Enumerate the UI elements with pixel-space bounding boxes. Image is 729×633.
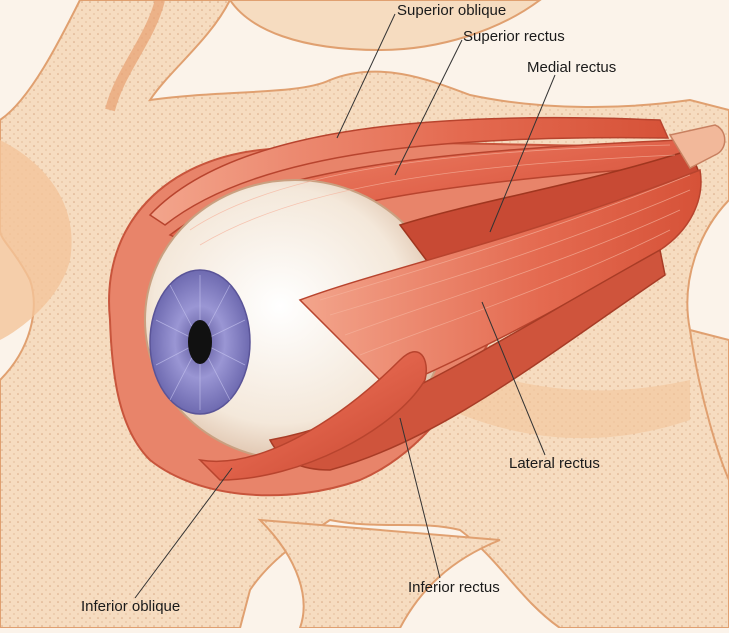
iris [149, 269, 251, 415]
leader-lines [134, 13, 556, 599]
label-superior-rectus: Superior rectus [463, 28, 565, 45]
optic-nerve [668, 124, 726, 169]
label-superior-oblique: Superior oblique [397, 2, 507, 19]
muscle-fibers [189, 144, 691, 356]
inferior-oblique-muscle [197, 351, 427, 481]
label-medial-rectus: Medial rectus [527, 59, 617, 76]
leader-superior-rectus [394, 39, 463, 176]
label-inferior-oblique: Inferior oblique [81, 598, 181, 615]
leader-lateral-rectus [481, 301, 546, 456]
leader-inferior-rectus [399, 417, 441, 579]
label-inferior-rectus: Inferior rectus [408, 579, 500, 596]
leader-medial-rectus [489, 74, 556, 233]
pupil [188, 320, 212, 364]
superior-oblique-muscle [148, 116, 670, 226]
leader-superior-oblique [336, 13, 396, 139]
leader-inferior-oblique [134, 467, 233, 599]
label-lateral-rectus: Lateral rectus [509, 455, 600, 472]
